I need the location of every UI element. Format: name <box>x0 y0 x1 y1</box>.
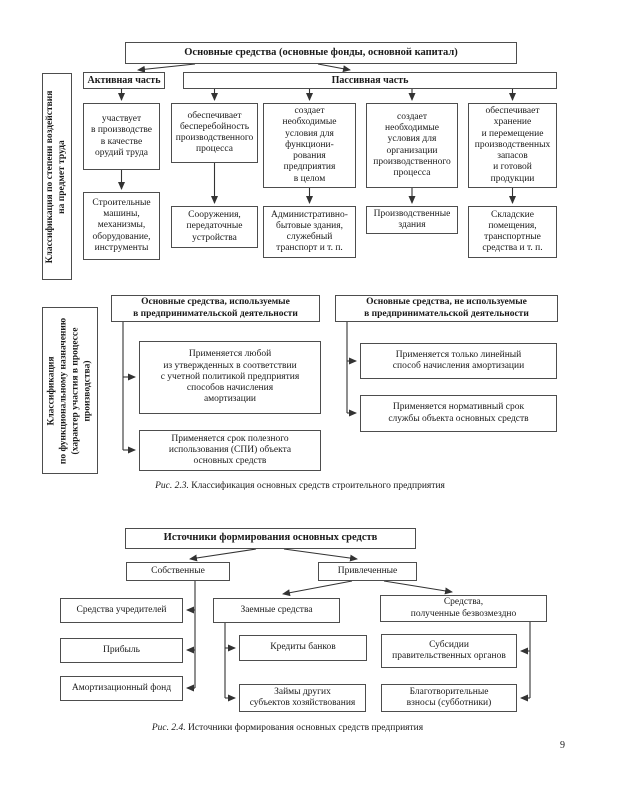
active-part-box: Активная часть <box>83 72 165 89</box>
fig1-side-classification-label-box: Классификация по степени воздействия на … <box>42 73 72 280</box>
col5-examples-box: Складские помещения, транспортные средст… <box>468 206 557 258</box>
loans-from-entities-box: Займы других субъектов хозяйствования <box>239 684 366 712</box>
not-used-in-business-header-box: Основные средства, не используемые в пре… <box>335 295 558 322</box>
figure-2-3-caption: Рис. 2.3. Классификация основных средств… <box>0 481 600 491</box>
own-sources-box: Собственные <box>126 562 230 581</box>
charitable-contributions-box: Благотворительные взносы (субботники) <box>381 684 517 712</box>
col3-role-box: создает необходимые условия для функцион… <box>263 103 356 188</box>
figure-2-4-caption: Рис. 2.4. Источники формирования основны… <box>0 723 575 733</box>
col4-examples-box: Производственные здания <box>366 206 458 234</box>
fig2-side-classification-label-box: Классификация по функциональному назначе… <box>42 307 98 474</box>
depreciation-fund-box: Амортизационный фонд <box>60 676 183 701</box>
figure-2-3-caption-number: Рис. 2.3. <box>155 481 189 491</box>
government-subsidies-box: Субсидии правительственных органов <box>381 634 517 668</box>
col3-examples-box: Административно- бытовые здания, служебн… <box>263 206 356 258</box>
fixed-assets-title-box: Основные средства (основные фонды, основ… <box>125 42 517 64</box>
figure-2-4-caption-number: Рис. 2.4. <box>151 723 186 733</box>
col2-examples-box: Сооружения, передаточные устройства <box>171 206 258 248</box>
used-in-business-header-box: Основные средства, используемые в предпр… <box>111 295 320 322</box>
col2-role-box: обеспечивает бесперебойность производств… <box>171 103 258 163</box>
figure-2-3-caption-text: Классификация основных средств строитель… <box>188 481 445 491</box>
profit-box: Прибыль <box>60 638 183 663</box>
borrowed-funds-box: Заемные средства <box>213 598 340 623</box>
used-useful-life-box: Применяется срок полезного использования… <box>139 430 321 471</box>
col1-examples-box: Строительные машины, механизмы, оборудов… <box>83 192 160 260</box>
notused-linear-method-box: Применяется только линейный способ начис… <box>360 343 557 379</box>
passive-part-box: Пассивная часть <box>183 72 557 89</box>
fig1-side-label: Классификация по степени воздействия на … <box>45 90 67 263</box>
page-number: 9 <box>560 740 565 751</box>
col5-role-box: обеспечивает хранение и перемещение прои… <box>468 103 557 188</box>
col1-role-box: участвует в производстве в качестве оруд… <box>83 103 160 170</box>
attracted-sources-box: Привлеченные <box>318 562 417 581</box>
col4-role-box: создает необходимые условия для организа… <box>366 103 458 188</box>
used-depreciation-methods-box: Применяется любой из утвержденных в соот… <box>139 341 321 414</box>
bank-credits-box: Кредиты банков <box>239 635 367 661</box>
formation-sources-title-box: Источники формирования основных средств <box>125 528 416 549</box>
founders-funds-box: Средства учредителей <box>60 598 183 623</box>
funds-received-free-box: Средства, полученные безвозмездно <box>380 595 547 622</box>
notused-standard-life-box: Применяется нормативный срок службы объе… <box>360 395 557 432</box>
fig2-side-label: Классификация по функциональному назначе… <box>46 317 92 464</box>
figure-2-4-caption-text: Источники формирования основных средств … <box>185 723 424 733</box>
